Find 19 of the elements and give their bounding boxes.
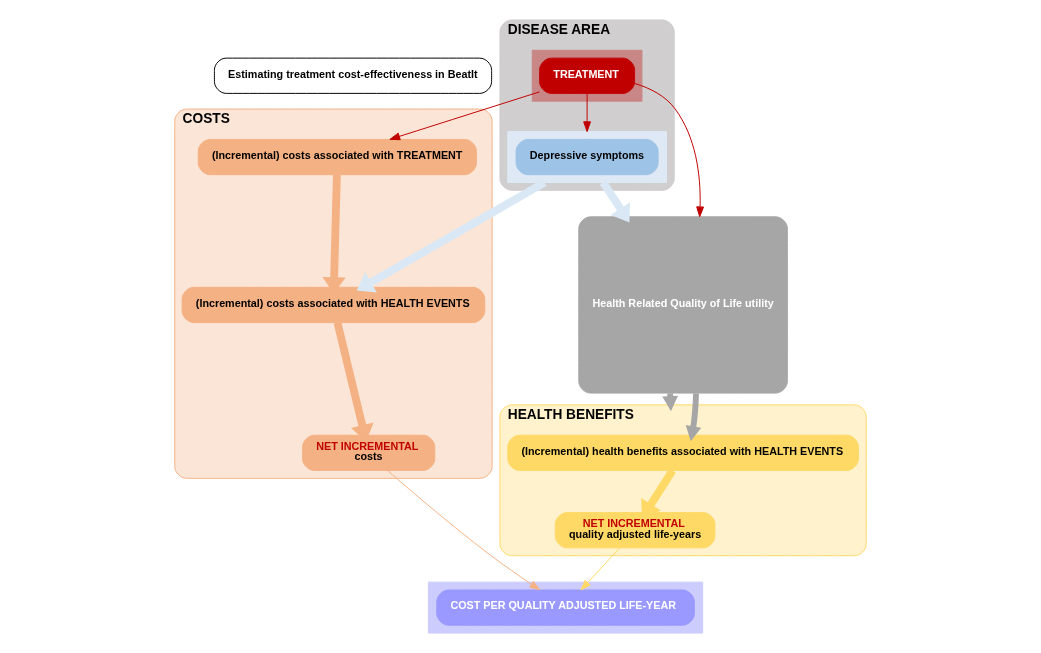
arrow [583, 93, 591, 133]
cluster [531, 49, 643, 102]
node-box: Estimating treatment cost-effectiveness in BeatIt [213, 57, 493, 94]
arrow [599, 180, 631, 223]
node-box: (Incremental) costs associated with HEALTH EVENTS [181, 286, 486, 324]
arrow [387, 470, 541, 591]
node-box: Health Related Quality of Life utility [578, 216, 788, 394]
node-box: NET INCREMENTAL quality adjusted life-years [554, 512, 716, 549]
arrow [580, 547, 621, 591]
node-box: NET INCREMENTAL costs [302, 434, 436, 471]
node-box: COST PER QUALITY ADJUSTED LIFE-YEAR [436, 589, 695, 626]
node-box: (Incremental) costs associated with TREATMENT [197, 138, 477, 176]
node-box: (Incremental) health benefits associated with HEALTH EVENTS [507, 434, 859, 471]
arrow [685, 393, 702, 442]
node-box: Depressive symptoms [515, 138, 659, 176]
cluster [507, 131, 667, 183]
arrow [634, 82, 704, 218]
node-box: TREATMENT [539, 57, 636, 94]
arrow [389, 91, 541, 141]
